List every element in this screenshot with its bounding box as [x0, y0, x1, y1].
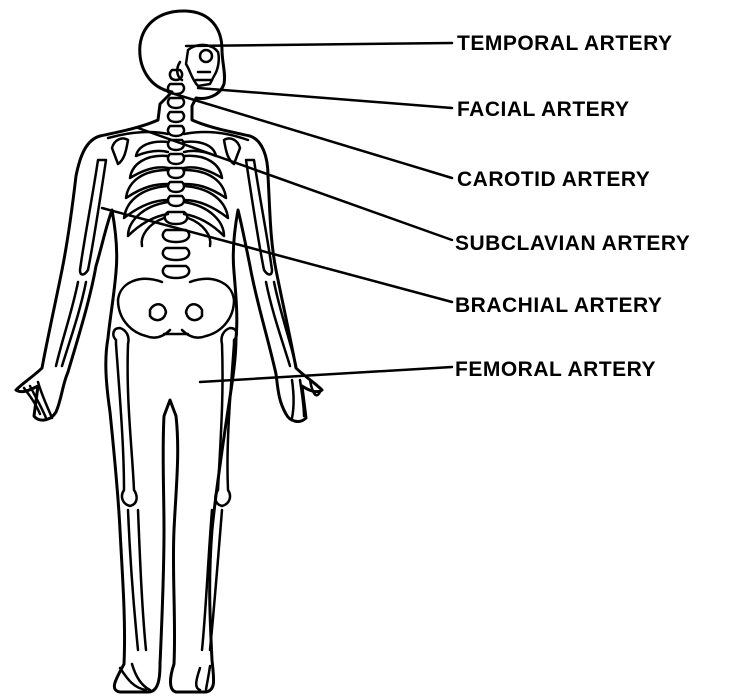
label-femoral-artery: FEMORAL ARTERY [455, 358, 656, 382]
label-carotid-artery: CAROTID ARTERY [457, 168, 650, 192]
label-subclavian-artery: SUBCLAVIAN ARTERY [455, 232, 690, 256]
leader-lines [102, 43, 452, 382]
label-temporal-artery: TEMPORAL ARTERY [457, 32, 673, 56]
leader-line-facial [198, 88, 452, 108]
skull [177, 45, 219, 86]
label-brachial-artery: BRACHIAL ARTERY [455, 294, 662, 318]
pelvis [118, 279, 234, 338]
label-facial-artery: FACIAL ARTERY [457, 98, 630, 122]
spine [163, 70, 189, 278]
leader-line-temporal [186, 43, 452, 46]
leader-line-femoral [200, 367, 452, 382]
